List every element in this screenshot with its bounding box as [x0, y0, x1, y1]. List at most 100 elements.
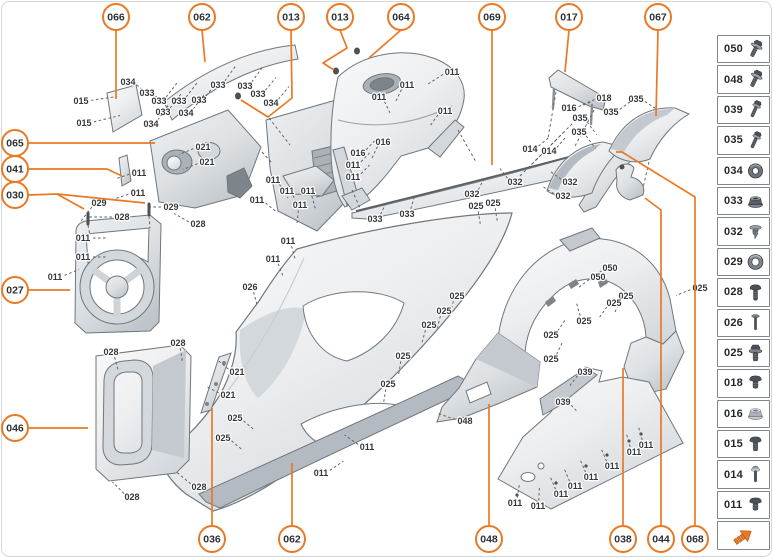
- part-label-050[interactable]: 050: [590, 262, 619, 281]
- part-label-015[interactable]: 015: [75, 115, 121, 129]
- legend-direction-row[interactable]: [717, 521, 770, 550]
- part-label-014[interactable]: 014: [521, 136, 550, 155]
- part-label-011[interactable]: 011: [371, 91, 392, 116]
- part-label-021[interactable]: 021: [182, 156, 216, 170]
- part-label-026[interactable]: 026: [241, 281, 259, 307]
- part-label-011[interactable]: 011: [75, 232, 107, 244]
- part-label-032[interactable]: 032: [463, 178, 485, 200]
- part-label-011[interactable]: 011: [507, 483, 523, 509]
- part-label-025[interactable]: 025: [394, 350, 412, 376]
- part-label-033[interactable]: 033: [236, 66, 264, 92]
- legend-row-029[interactable]: 029: [717, 247, 770, 277]
- legend-row-039[interactable]: 039: [717, 95, 770, 125]
- part-label-011[interactable]: 011: [345, 164, 370, 183]
- part-label-050[interactable]: 050: [578, 271, 607, 288]
- part-label-025[interactable]: 025: [214, 432, 243, 451]
- legend-row-018[interactable]: 018: [717, 369, 770, 398]
- part-label-011[interactable]: 011: [114, 167, 147, 180]
- part-label-011[interactable]: 011: [530, 486, 546, 512]
- part-label-021[interactable]: 021: [205, 385, 237, 401]
- part-label-039[interactable]: 039: [554, 396, 579, 413]
- part-label-032[interactable]: 032: [543, 186, 572, 202]
- part-label-014[interactable]: 014: [540, 137, 566, 157]
- part-label-011[interactable]: 011: [265, 253, 284, 278]
- callout-038[interactable]: 038: [609, 525, 637, 553]
- part-label-016[interactable]: 016: [560, 101, 592, 114]
- part-label-011[interactable]: 011: [265, 174, 289, 199]
- part-label-035[interactable]: 035: [570, 126, 596, 149]
- part-label-011[interactable]: 011: [564, 469, 583, 492]
- part-label-011[interactable]: 011: [345, 152, 370, 171]
- part-label-028[interactable]: 028: [169, 337, 187, 363]
- part-label-011[interactable]: 011: [638, 426, 654, 451]
- part-label-028[interactable]: 028: [102, 346, 120, 372]
- part-label-011[interactable]: 011: [313, 460, 344, 479]
- part-label-025[interactable]: 025: [467, 200, 485, 226]
- part-label-025[interactable]: 025: [484, 197, 502, 223]
- part-label-034[interactable]: 034: [142, 104, 170, 130]
- callout-067[interactable]: 067: [644, 3, 672, 31]
- legend-row-026[interactable]: 026: [717, 308, 770, 337]
- callout-066[interactable]: 066: [102, 3, 130, 31]
- part-label-048[interactable]: 048: [437, 413, 474, 427]
- callout-013[interactable]: 013: [277, 3, 305, 31]
- part-label-028[interactable]: 028: [176, 471, 208, 493]
- part-label-021[interactable]: 021: [178, 141, 212, 155]
- part-label-028[interactable]: 028: [173, 213, 207, 230]
- callout-013[interactable]: 013: [326, 3, 354, 31]
- part-label-029[interactable]: 029: [150, 201, 180, 213]
- part-label-035[interactable]: 035: [627, 93, 658, 110]
- part-label-016[interactable]: 016: [370, 136, 392, 161]
- part-label-028[interactable]: 028: [112, 481, 141, 503]
- callout-068[interactable]: 068: [681, 525, 709, 553]
- legend-row-025[interactable]: 025: [717, 338, 770, 368]
- part-label-011[interactable]: 011: [580, 460, 599, 483]
- part-label-018[interactable]: 018: [579, 92, 613, 106]
- part-label-011[interactable]: 011: [47, 269, 80, 283]
- callout-041[interactable]: 041: [1, 155, 29, 183]
- part-label-025[interactable]: 025: [542, 340, 564, 365]
- part-label-011[interactable]: 011: [394, 79, 415, 104]
- part-label-033[interactable]: 033: [398, 195, 416, 220]
- callout-069[interactable]: 069: [478, 3, 506, 31]
- legend-row-016[interactable]: 016: [717, 399, 770, 429]
- part-label-016[interactable]: 016: [349, 140, 375, 159]
- part-label-034[interactable]: 034: [262, 86, 290, 109]
- part-label-033[interactable]: 033: [366, 200, 388, 225]
- part-label-034[interactable]: 034: [177, 94, 205, 119]
- callout-027[interactable]: 027: [1, 276, 29, 304]
- part-label-025[interactable]: 025: [226, 412, 255, 431]
- legend-row-015[interactable]: 015: [717, 430, 770, 459]
- callout-044[interactable]: 044: [647, 525, 675, 553]
- part-label-032[interactable]: 032: [550, 171, 579, 188]
- part-label-011[interactable]: 011: [279, 185, 300, 208]
- part-label-025[interactable]: 025: [598, 297, 623, 319]
- part-label-015[interactable]: 015: [72, 95, 118, 107]
- part-label-033[interactable]: 033: [138, 87, 169, 107]
- part-label-033[interactable]: 033: [209, 65, 237, 91]
- callout-017[interactable]: 017: [555, 3, 583, 31]
- callout-062[interactable]: 062: [278, 525, 306, 553]
- part-label-033[interactable]: 033: [170, 82, 198, 107]
- part-label-035[interactable]: 035: [571, 112, 597, 135]
- callout-062[interactable]: 062: [188, 3, 216, 31]
- part-label-011[interactable]: 011: [300, 185, 316, 210]
- legend-row-034[interactable]: 034: [717, 156, 770, 185]
- part-label-025[interactable]: 025: [420, 319, 438, 345]
- part-label-039[interactable]: 039: [569, 366, 594, 386]
- legend-row-032[interactable]: 032: [717, 217, 770, 246]
- part-label-032[interactable]: 032: [499, 168, 524, 188]
- part-label-025[interactable]: 025: [542, 318, 567, 341]
- part-label-011[interactable]: 011: [626, 433, 642, 458]
- part-label-011[interactable]: 011: [75, 251, 107, 263]
- part-label-011[interactable]: 011: [113, 187, 146, 200]
- part-label-021[interactable]: 021: [217, 359, 246, 378]
- callout-048[interactable]: 048: [475, 525, 503, 553]
- part-label-011[interactable]: 011: [601, 449, 620, 472]
- part-label-033[interactable]: 033: [249, 77, 277, 100]
- part-label-025[interactable]: 025: [575, 302, 593, 327]
- legend-row-011[interactable]: 011: [717, 490, 770, 520]
- part-label-025[interactable]: 025: [435, 305, 453, 331]
- part-label-011[interactable]: 011: [427, 66, 460, 85]
- part-label-011[interactable]: 011: [550, 477, 569, 500]
